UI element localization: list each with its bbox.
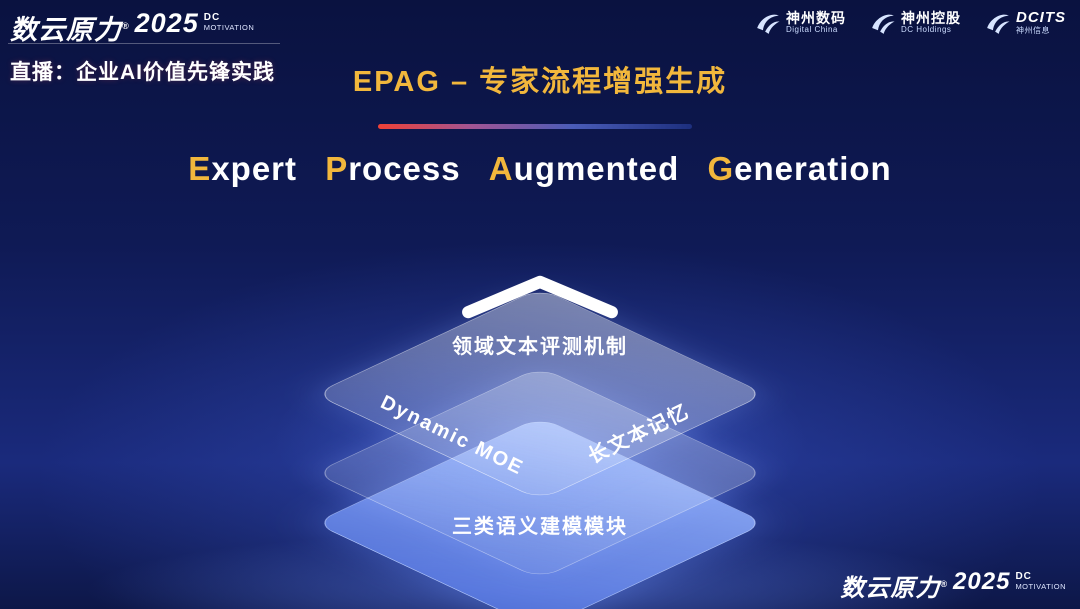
chevron-up-icon [455, 268, 625, 331]
dc-holdings-swoosh-icon [870, 10, 896, 36]
brand-subtext: DC MOTIVATION [203, 12, 255, 32]
digital-china-swoosh-icon [755, 10, 781, 36]
dcits-swoosh-icon [985, 10, 1011, 36]
partner-logo-digital-china: 神州数码 Digital China [755, 10, 846, 36]
gradient-divider-line [378, 124, 692, 129]
partner-text: 神州数码 Digital China [786, 9, 846, 35]
partner-text: 神州控股 DC Holdings [901, 9, 961, 35]
partner-logo-dcits: DCITS 神州信息 [985, 10, 1066, 36]
partner-logos: 神州数码 Digital China 神州控股 DC Holdings DCIT… [755, 10, 1066, 36]
english-title-word: Generation [707, 150, 892, 187]
brand-logo-bottom: 数云原力® 2025 DC MOTIVATION [840, 568, 1066, 603]
brand-name: 数云原力® [10, 15, 130, 45]
partner-text: DCITS 神州信息 [1016, 10, 1066, 35]
slide-title: EPAG – 专家流程增强生成 [352, 66, 728, 98]
english-title-word: Augmented [488, 150, 680, 187]
brand-subtext: DC MOTIVATION [1015, 571, 1066, 591]
brand-year: 2025 [134, 8, 199, 38]
brand-underline [8, 43, 280, 44]
partner-name: 神州数码 [786, 9, 846, 26]
partner-logo-dc-holdings: 神州控股 DC Holdings [870, 10, 961, 36]
english-title: Expert Process Augmented Generation [0, 150, 1080, 188]
brand-motivation: MOTIVATION [203, 22, 255, 32]
english-title-word: Expert [188, 150, 298, 187]
brand-logo-top: 数云原力® 2025 DC MOTIVATION [10, 8, 254, 47]
brand-dc: DC [1015, 571, 1032, 582]
layer-bottom-label: 三类语义建模模块 [452, 516, 628, 538]
stream-label: 直播：企业AI价值先锋实践 [10, 61, 275, 84]
registered-mark: ® [940, 579, 949, 589]
brand-name: 数云原力® [840, 575, 949, 602]
layer-top-label: 领域文本评测机制 [452, 336, 628, 358]
brand-dc: DC [203, 12, 221, 23]
brand-year: 2025 [953, 568, 1011, 595]
brand-motivation: MOTIVATION [1015, 581, 1066, 591]
partner-name: DCITS [1016, 9, 1066, 27]
partner-sub: 神州信息 [1016, 25, 1050, 35]
partner-sub: DC Holdings [901, 25, 952, 35]
partner-sub: Digital China [786, 25, 838, 35]
partner-name: 神州控股 [901, 9, 961, 26]
registered-mark: ® [122, 21, 130, 31]
english-title-word: Process [325, 150, 461, 187]
